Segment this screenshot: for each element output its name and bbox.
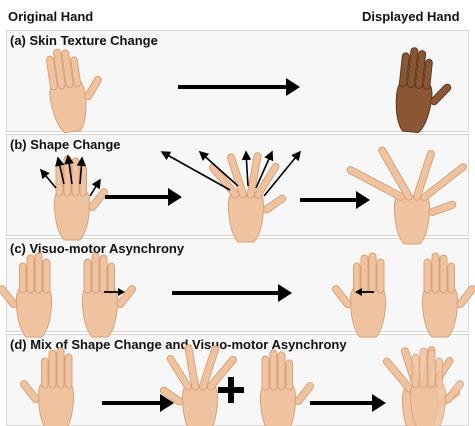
right-arrow-icon xyxy=(102,394,174,412)
hand-original-c-right xyxy=(82,253,137,337)
right-arrow-icon xyxy=(178,78,300,96)
hand-original-a xyxy=(44,43,110,134)
hand-original-c-left xyxy=(0,253,52,337)
hand-displayed-dark-skin xyxy=(393,46,456,135)
right-arrow-icon xyxy=(310,394,386,412)
right-arrow-icon xyxy=(300,191,370,209)
hand-displayed-mixed-d xyxy=(382,346,465,426)
plus-icon xyxy=(218,377,244,403)
hand-displayed-c-left xyxy=(331,253,386,337)
hand-asynchrony-d xyxy=(260,350,315,426)
hand-shape-change-d xyxy=(159,344,238,426)
right-arrow-icon xyxy=(172,284,292,302)
hand-original-d xyxy=(19,348,74,426)
right-arrow-icon xyxy=(105,188,182,206)
hand-displayed-c-right xyxy=(422,253,475,337)
hand-displayed-long-fingers xyxy=(346,146,468,244)
